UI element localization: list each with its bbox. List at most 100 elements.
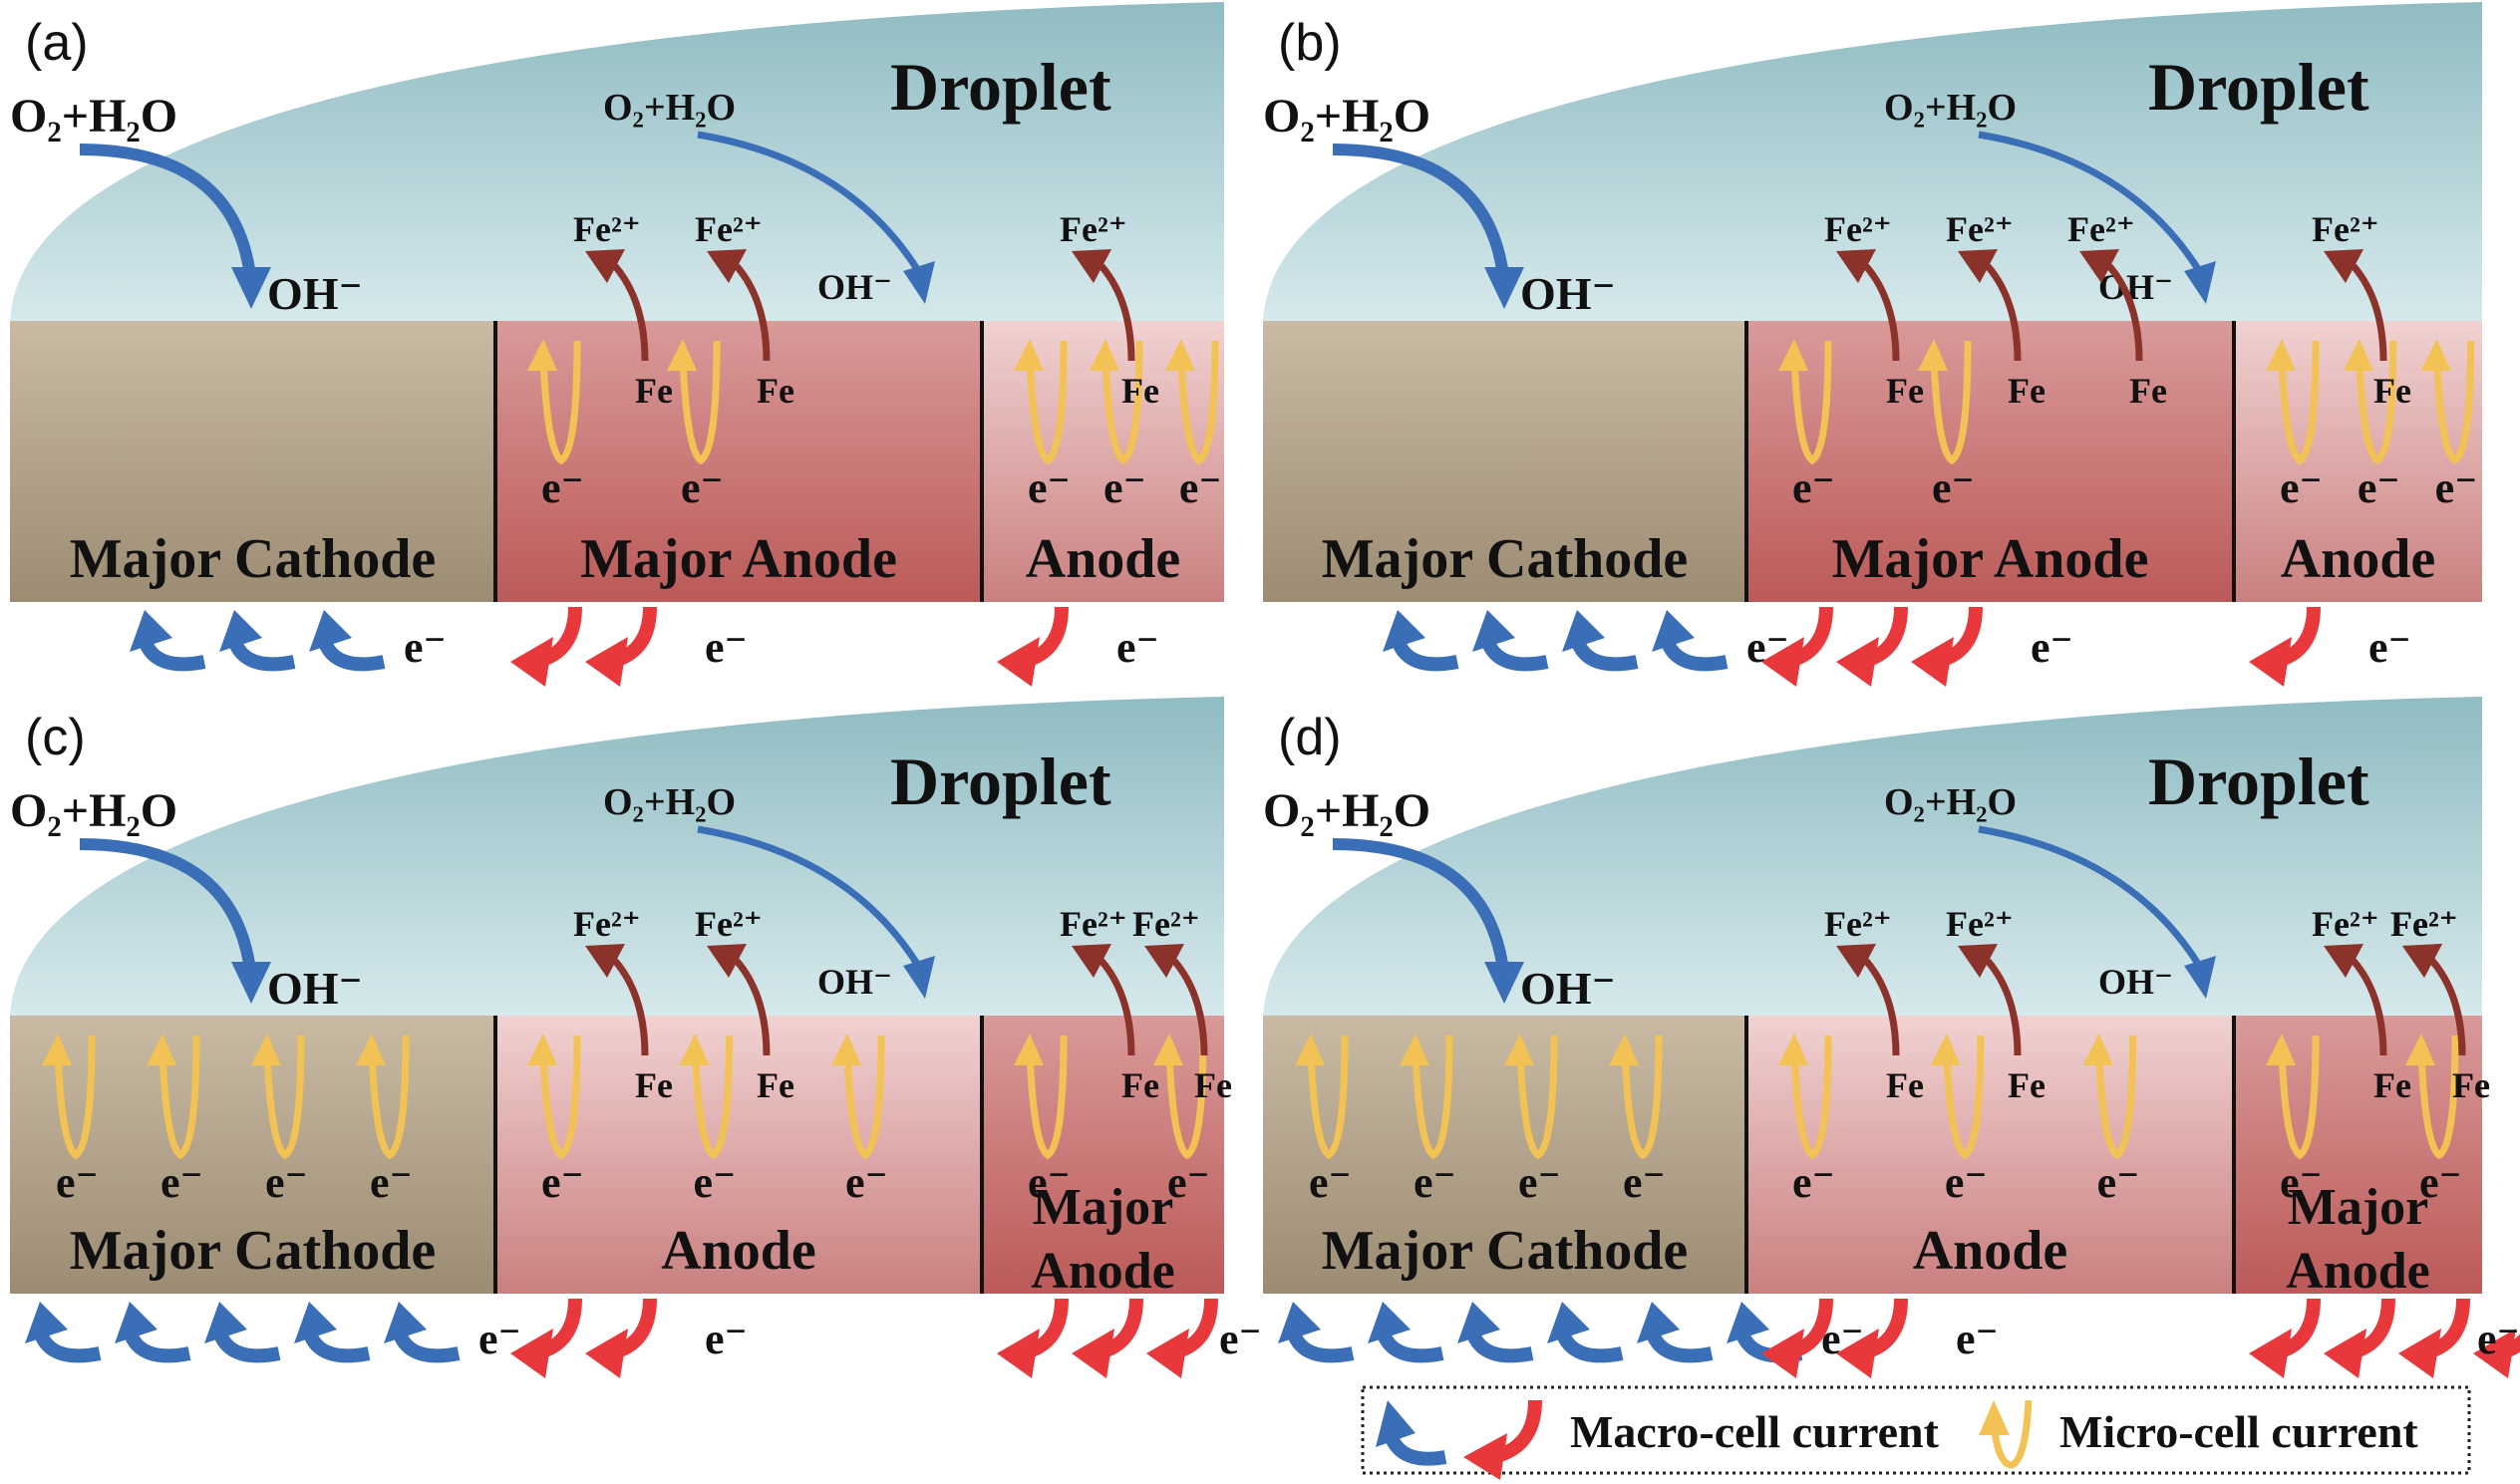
micro-cell-current-arrow-icon <box>42 1034 96 1160</box>
electron-label: e⁻ <box>1623 1158 1666 1207</box>
micro-cell-current-arrow-icon <box>1918 339 1972 465</box>
region-label: Major Cathode <box>1322 1220 1689 1282</box>
macro-cell-current-red-arrow-icon <box>510 1298 582 1378</box>
macro-cell-current-red-arrow-icon <box>997 1298 1069 1378</box>
electron-label: e⁻ <box>160 1158 203 1207</box>
electron-label: e⁻ <box>404 623 447 672</box>
electron-label: e⁻ <box>1932 463 1975 512</box>
hydroxide-label: OH⁻ <box>1520 963 1616 1014</box>
hydroxide-label: OH⁻ <box>2098 962 2173 1002</box>
electron-label: e⁻ <box>1028 1158 1071 1207</box>
micro-cell-current-arrow-icon <box>1014 1034 1068 1160</box>
hydroxide-label: OH⁻ <box>817 962 892 1002</box>
micro-cell-current-arrow-icon <box>667 339 721 465</box>
iron-label: Fe <box>757 1065 794 1105</box>
reactant-label: O₂+H₂O <box>603 87 736 129</box>
electron-label: e⁻ <box>2031 623 2073 672</box>
iron-label: Fe <box>1886 1065 1924 1105</box>
iron-ion-label: Fe²⁺ <box>1946 904 2014 944</box>
iron-ion-label: Fe²⁺ <box>1132 904 1200 944</box>
electrode-block <box>10 321 495 602</box>
iron-dissolution-arrow-icon <box>585 249 649 362</box>
reactant-label: O₂+H₂O <box>1884 781 2017 823</box>
macro-cell-current-blue-arrow-icon <box>1637 1302 1714 1363</box>
iron-label: Fe <box>1121 371 1159 411</box>
electrode-block <box>1263 321 1746 602</box>
iron-dissolution-arrow-icon <box>1144 944 1208 1056</box>
droplet <box>10 2 1224 321</box>
micro-cell-current-arrow-icon <box>1295 1034 1349 1160</box>
electron-label: e⁻ <box>1792 463 1835 512</box>
region-label: Anode <box>1026 528 1181 590</box>
iron-ion-label: Fe²⁺ <box>2390 904 2458 944</box>
electron-label: e⁻ <box>1219 1315 1262 1363</box>
electron-label: e⁻ <box>705 623 748 672</box>
macro-cell-current-blue-arrow-icon <box>1368 1302 1444 1363</box>
macro-cell-current-blue-arrow-icon <box>309 610 386 672</box>
region-label: Anode <box>2286 1243 2429 1300</box>
macro-cell-current-red-arrow-icon <box>585 1298 657 1378</box>
macro-cell-current-red-arrow-icon <box>1761 606 1833 687</box>
oxygen-reduction-arrow-icon <box>697 131 935 304</box>
electron-label: e⁻ <box>2419 1158 2462 1207</box>
macro-cell-current-red-arrow-icon <box>2249 1298 2321 1378</box>
iron-dissolution-arrow-icon <box>707 944 771 1056</box>
electron-label: e⁻ <box>370 1158 413 1207</box>
iron-label: Fe <box>635 1065 673 1105</box>
iron-ion-label: Fe²⁺ <box>695 904 763 944</box>
iron-dissolution-arrow-icon <box>585 944 649 1056</box>
micro-cell-current-arrow-icon <box>527 339 581 465</box>
iron-ion-label: Fe²⁺ <box>1824 209 1892 249</box>
iron-label: Fe <box>1121 1065 1159 1105</box>
iron-dissolution-arrow-icon <box>1836 944 1900 1056</box>
electron-label: e⁻ <box>2280 1158 2323 1207</box>
region-label: Anode <box>2281 528 2436 590</box>
micro-cell-current-arrow-icon <box>1504 1034 1558 1160</box>
micro-cell-current-arrow-icon <box>147 1034 200 1160</box>
micro-cell-current-arrow-icon <box>1014 339 1068 465</box>
iron-ion-label: Fe²⁺ <box>695 209 763 249</box>
micro-cell-current-arrow-icon <box>2082 1034 2137 1160</box>
electron-label: e⁻ <box>541 463 584 512</box>
legend-macro-blue-arrow-icon <box>1376 1400 1447 1466</box>
iron-label: Fe <box>1886 371 1924 411</box>
micro-cell-current-arrow-icon <box>831 1034 885 1160</box>
oxygen-reduction-arrow-icon <box>697 825 935 999</box>
droplet-label: Droplet <box>2148 743 2369 819</box>
electron-label: e⁻ <box>1309 1158 1352 1207</box>
panel-label: (b) <box>1278 14 1342 72</box>
region-label: Major Anode <box>1832 528 2149 590</box>
iron-ion-label: Fe²⁺ <box>2067 209 2135 249</box>
oxygen-reduction-arrow-icon <box>79 838 271 1004</box>
macro-cell-current-blue-arrow-icon <box>384 1302 461 1363</box>
micro-cell-current-arrow-icon <box>251 1034 305 1160</box>
droplet-label: Droplet <box>890 49 1111 125</box>
iron-label: Fe <box>2129 371 2167 411</box>
iron-ion-label: Fe²⁺ <box>573 904 641 944</box>
electron-label: e⁻ <box>541 1158 584 1207</box>
iron-label: Fe <box>2008 1065 2046 1105</box>
electron-label: e⁻ <box>845 1158 888 1207</box>
micro-cell-current-arrow-icon <box>2343 339 2397 465</box>
macro-cell-current-blue-arrow-icon <box>1562 610 1639 672</box>
panel-label: (a) <box>25 14 89 72</box>
macro-cell-current-blue-arrow-icon <box>1547 1302 1624 1363</box>
iron-ion-label: Fe²⁺ <box>1060 209 1127 249</box>
macro-cell-current-red-arrow-icon <box>2249 606 2321 687</box>
region-label: Anode <box>661 1220 816 1282</box>
reactant-label: O₂+H₂O <box>1263 90 1430 143</box>
electron-label: e⁻ <box>681 463 724 512</box>
iron-dissolution-arrow-icon <box>2324 249 2387 362</box>
reactant-label: O₂+H₂O <box>1263 784 1430 837</box>
macro-cell-current-blue-arrow-icon <box>1383 610 1459 672</box>
macro-cell-current-blue-arrow-icon <box>204 1302 281 1363</box>
